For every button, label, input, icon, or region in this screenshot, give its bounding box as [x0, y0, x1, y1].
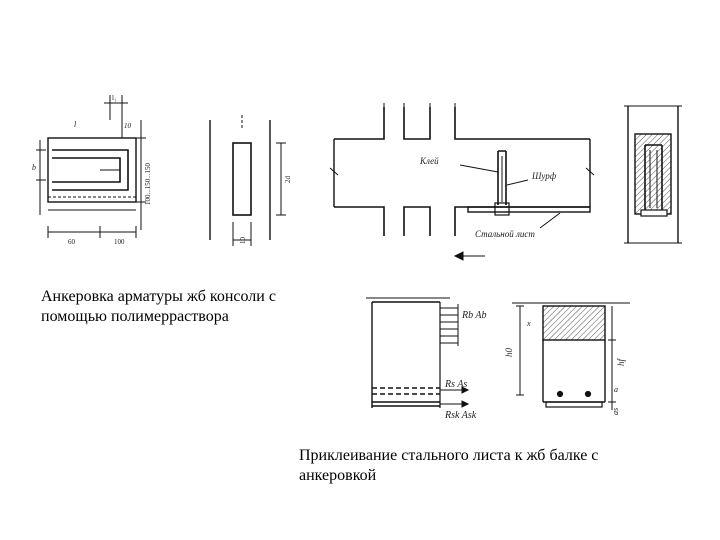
h0-label: h0: [504, 348, 514, 358]
hf-label: hf: [616, 358, 626, 367]
beam-sheet-label: Стальной лист: [475, 229, 535, 239]
force-top-label: Rb Ab: [461, 310, 487, 321]
as-label: as: [611, 408, 620, 415]
caption-anchoring: Анкеровка арматуры жб консоли с помощью …: [41, 288, 276, 325]
dim-bottom-right-label: 100: [114, 238, 125, 246]
beam-cross-section-drawing: [624, 105, 682, 244]
dim-a1-label: 10: [124, 122, 132, 130]
force-mid-label: Rs As: [444, 379, 467, 390]
x-label: x: [526, 319, 531, 328]
dim-mid-height-label: 2d: [284, 176, 292, 184]
console-anchoring-drawing: [36, 95, 146, 238]
dim-side-vertical-label: 100...150...150: [144, 163, 152, 206]
force-diagram-drawing: [366, 297, 470, 408]
dim-l-label: l: [74, 120, 77, 129]
force-bottom-label: Rsk Ask: [444, 410, 477, 421]
beam-groove-label: Шурф: [531, 171, 557, 181]
dim-mid-bottom-label: 10: [239, 237, 247, 245]
a-label: a: [614, 385, 618, 394]
dim-bottom-left-label: 60: [68, 238, 76, 246]
dim-top-label: l₁: [112, 94, 116, 102]
beam-glue-label: Клей: [419, 156, 439, 166]
section-flange-drawing: [512, 302, 630, 410]
dim-b-label: b: [32, 163, 36, 172]
caption-gluing: Приклеивание стального листа к жб балке …: [299, 447, 599, 484]
beam-sheet-drawing: [329, 103, 595, 261]
column-section-drawing: [209, 115, 286, 246]
